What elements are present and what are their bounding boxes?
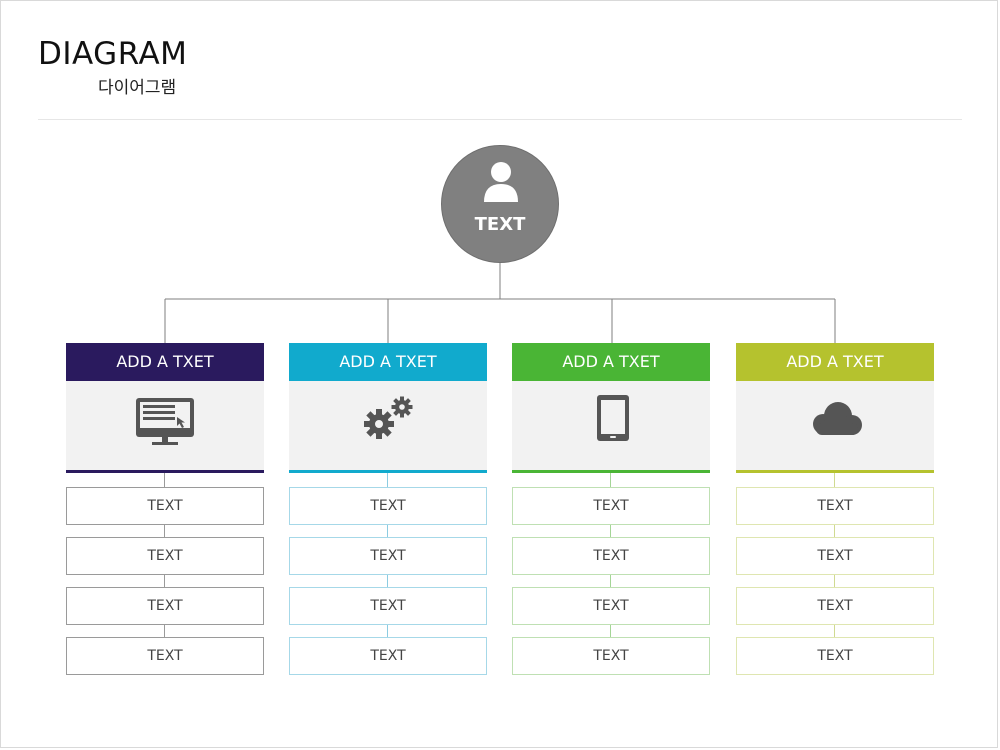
list-item: TEXT: [512, 487, 710, 525]
gears-icon: [364, 396, 413, 439]
list-item: TEXT: [289, 637, 487, 675]
user-icon: [484, 162, 518, 202]
list-item: TEXT: [66, 587, 264, 625]
hub-label: TEXT: [474, 214, 526, 235]
column-icon-panel: [66, 381, 264, 473]
column-3: ADD A TXET TEXT TEXT TEXT TEXT: [512, 343, 710, 675]
list-item: TEXT: [736, 537, 934, 575]
list-item: TEXT: [512, 587, 710, 625]
column-header: ADD A TXET: [289, 343, 487, 381]
column-header: ADD A TXET: [66, 343, 264, 381]
header-divider: [38, 119, 962, 120]
column-4: ADD A TXET TEXT TEXT TEXT TEXT: [736, 343, 934, 675]
column-icon-panel: [512, 381, 710, 473]
list-item: TEXT: [66, 487, 264, 525]
list-item: TEXT: [289, 487, 487, 525]
list-item: TEXT: [289, 587, 487, 625]
column-header: ADD A TXET: [736, 343, 934, 381]
monitor-icon: [136, 398, 194, 445]
column-header: ADD A TXET: [512, 343, 710, 381]
page-subtitle: 다이어그램: [98, 78, 177, 98]
column-icon-panel: [289, 381, 487, 473]
list-item: TEXT: [736, 587, 934, 625]
tablet-icon: [597, 395, 629, 441]
page-title: DIAGRAM: [38, 36, 188, 72]
cloud-icon: [813, 402, 862, 435]
list-item: TEXT: [512, 637, 710, 675]
list-item: TEXT: [66, 537, 264, 575]
column-1: ADD A TXET TEXT TEXT TEXT TEXT: [66, 343, 264, 675]
list-item: TEXT: [289, 537, 487, 575]
list-item: TEXT: [736, 637, 934, 675]
list-item: TEXT: [736, 487, 934, 525]
list-item: TEXT: [512, 537, 710, 575]
hub-node: TEXT: [441, 145, 559, 263]
list-item: TEXT: [66, 637, 264, 675]
column-2: ADD A TXET: [289, 343, 487, 675]
column-icon-panel: [736, 381, 934, 473]
